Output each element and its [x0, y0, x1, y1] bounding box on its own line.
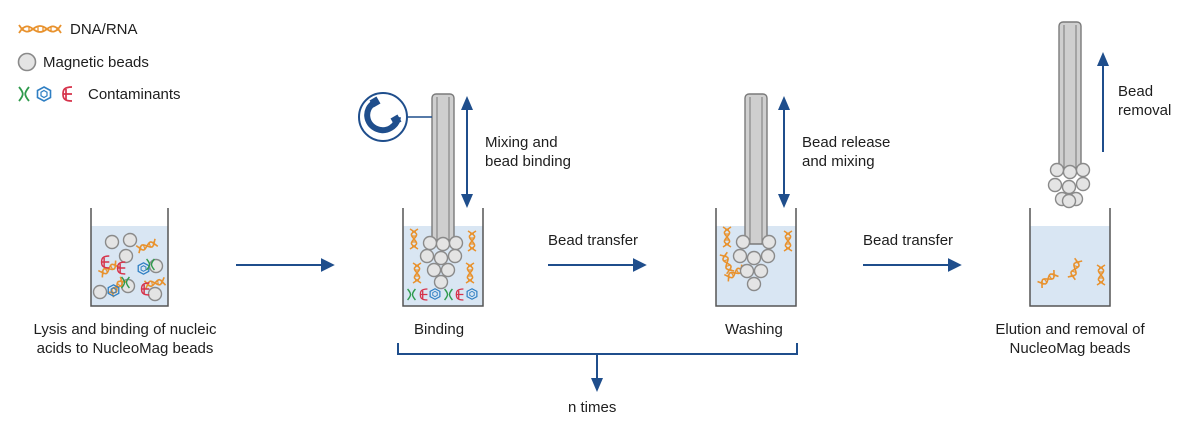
- bead-icon: [17, 52, 37, 72]
- tube-lysis: [90, 208, 169, 307]
- release-arrow: [778, 96, 790, 208]
- bead-cluster: [92, 232, 164, 302]
- transfer-label-1: Bead transfer: [548, 232, 639, 249]
- step-lysis-line-2: acids to NucleoMag beads: [36, 340, 214, 357]
- repeat-label: n times: [568, 399, 617, 416]
- contaminant-icon: [18, 86, 73, 102]
- mixing-line-1: Mixing and: [485, 134, 558, 151]
- legend-contaminants-label: Contaminants: [88, 86, 181, 103]
- legend: [17, 24, 73, 102]
- step-elution-label: Elution and removal of NucleoMag beads: [960, 320, 1180, 358]
- legend-beads-label: Magnetic beads: [43, 54, 149, 71]
- tube-elution: [1029, 208, 1111, 307]
- step-lysis-line-1: Lysis and binding of nucleic: [33, 321, 217, 338]
- magnetic-rod: [419, 93, 464, 290]
- dna-icon: [18, 24, 62, 34]
- step-washing-label: Washing: [725, 321, 783, 338]
- mixing-label: Mixing and bead binding: [485, 133, 571, 171]
- step-lysis-label: Lysis and binding of nucleic acids to Nu…: [5, 320, 245, 358]
- removal-line-1: Bead: [1118, 83, 1154, 100]
- transfer-label-2: Bead transfer: [863, 232, 954, 249]
- mixing-line-2: bead binding: [485, 153, 571, 170]
- release-label: Bead release and mixing: [802, 133, 890, 171]
- magnet-icon: [358, 92, 432, 142]
- legend-dna-label: DNA/RNA: [70, 21, 138, 38]
- magnetic-rod: [732, 93, 777, 292]
- step-binding-label: Binding: [414, 321, 465, 338]
- repeat-bracket: [397, 343, 798, 392]
- removal-line-2: removal: [1118, 102, 1172, 119]
- release-line-2: and mixing: [802, 153, 875, 170]
- step-elution-line-1: Elution and removal of: [995, 321, 1145, 338]
- removal-arrow: [1097, 52, 1109, 152]
- step-elution-line-2: NucleoMag beads: [1009, 340, 1131, 357]
- mixing-arrow: [461, 96, 473, 208]
- release-line-1: Bead release: [802, 134, 891, 151]
- removal-label: Bead removal: [1118, 82, 1171, 120]
- magnetic-rod: [1047, 21, 1091, 209]
